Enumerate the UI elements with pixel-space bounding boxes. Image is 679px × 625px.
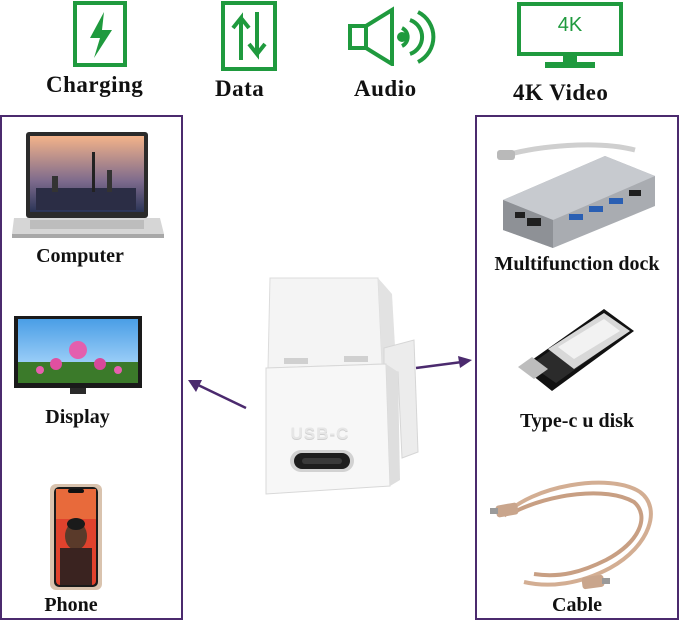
phone-image bbox=[50, 484, 102, 590]
device-label: Cable bbox=[552, 594, 602, 616]
feature-label: 4K Video bbox=[513, 80, 609, 105]
arrow-to-left-panel bbox=[188, 380, 247, 410]
feature-charging: Charging bbox=[40, 0, 170, 100]
feature-data: Data bbox=[205, 0, 295, 101]
data-transfer-icon bbox=[221, 1, 277, 71]
charging-icon bbox=[73, 1, 127, 67]
feature-label: Data bbox=[215, 76, 265, 101]
cable-image bbox=[490, 480, 653, 590]
usb-c-port-label: USB-C bbox=[290, 424, 350, 443]
display-image bbox=[14, 316, 142, 394]
feature-label: Audio bbox=[354, 76, 417, 101]
computer-image bbox=[12, 132, 164, 238]
feature-audio: Audio bbox=[340, 0, 450, 101]
device-label: Multifunction dock bbox=[494, 253, 660, 275]
audio-icon bbox=[348, 6, 436, 66]
multifunction-dock-image bbox=[497, 142, 655, 248]
arrow-to-right-panel bbox=[415, 356, 472, 370]
device-label: Type-c u disk bbox=[519, 410, 635, 432]
4k-video-icon bbox=[517, 2, 623, 68]
device-label: Display bbox=[45, 406, 110, 428]
device-label: Phone bbox=[44, 594, 98, 616]
usb-c-keystone-jack bbox=[265, 277, 419, 495]
device-label: Computer bbox=[36, 245, 124, 267]
feature-label: Charging bbox=[46, 72, 144, 97]
4k-screen-text: 4K bbox=[557, 14, 583, 36]
feature-4k-video: 4K 4K Video bbox=[505, 0, 645, 105]
type-c-u-disk-image bbox=[518, 309, 634, 391]
